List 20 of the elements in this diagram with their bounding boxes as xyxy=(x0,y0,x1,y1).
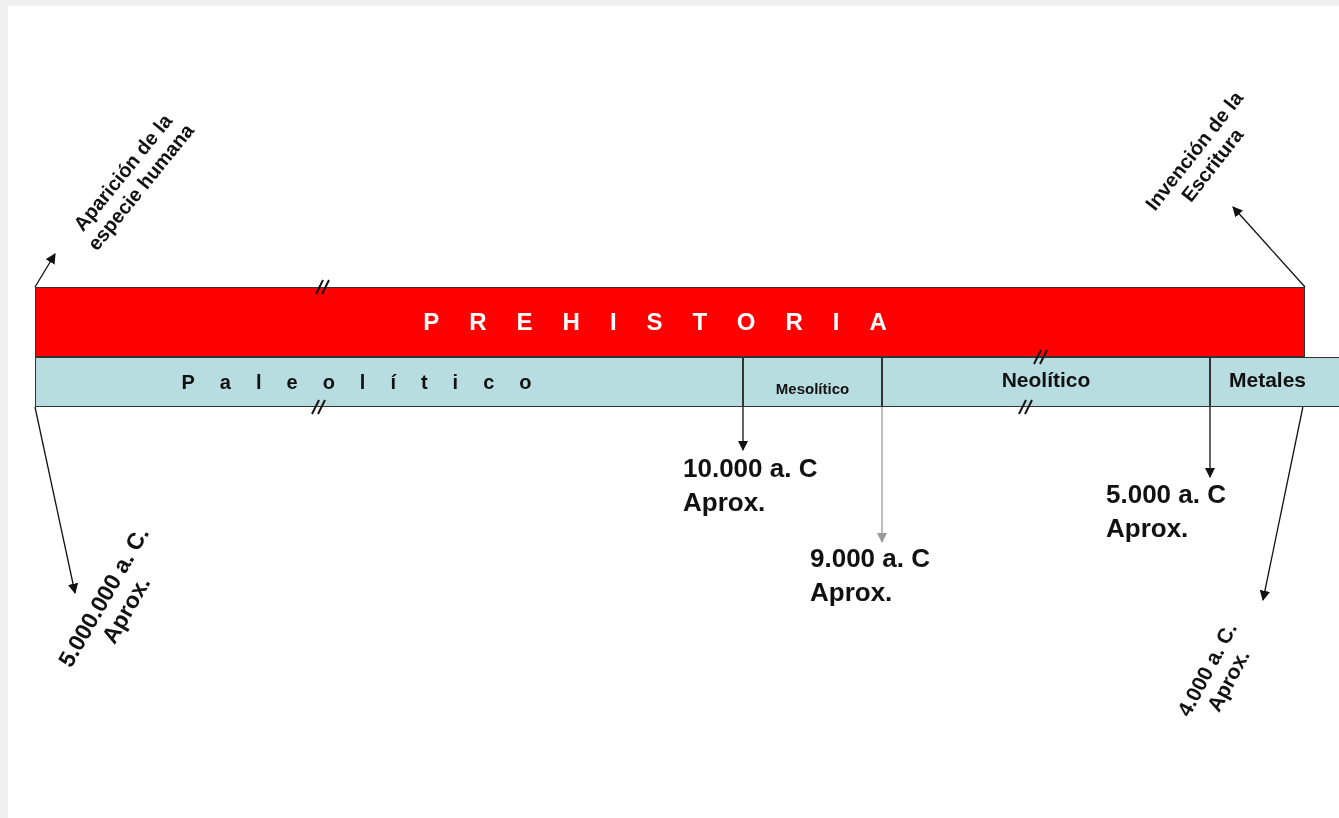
arrow xyxy=(1204,406,1216,479)
era-band xyxy=(35,287,1305,357)
period-label: Mesolítico xyxy=(775,379,850,397)
period-label: Metales xyxy=(1229,368,1307,392)
arrow xyxy=(737,406,749,452)
arrow xyxy=(34,253,56,288)
period-band xyxy=(35,357,743,407)
era-label: PREHISTORIA xyxy=(423,308,917,336)
date-label: 5.000 a. C Aprox. xyxy=(1106,478,1281,546)
arrow xyxy=(1259,406,1304,601)
arrow xyxy=(1232,206,1306,288)
period-band xyxy=(743,357,882,407)
date-label: 9.000 a. C Aprox. xyxy=(810,542,985,610)
date-label: 10.000 a. C Aprox. xyxy=(683,452,858,520)
period-label: Neolítico xyxy=(1001,368,1091,392)
period-band xyxy=(1210,357,1339,407)
arrow xyxy=(34,406,79,594)
period-band xyxy=(882,357,1210,407)
arrow xyxy=(876,406,888,544)
period-label: Paleolítico xyxy=(181,370,557,394)
